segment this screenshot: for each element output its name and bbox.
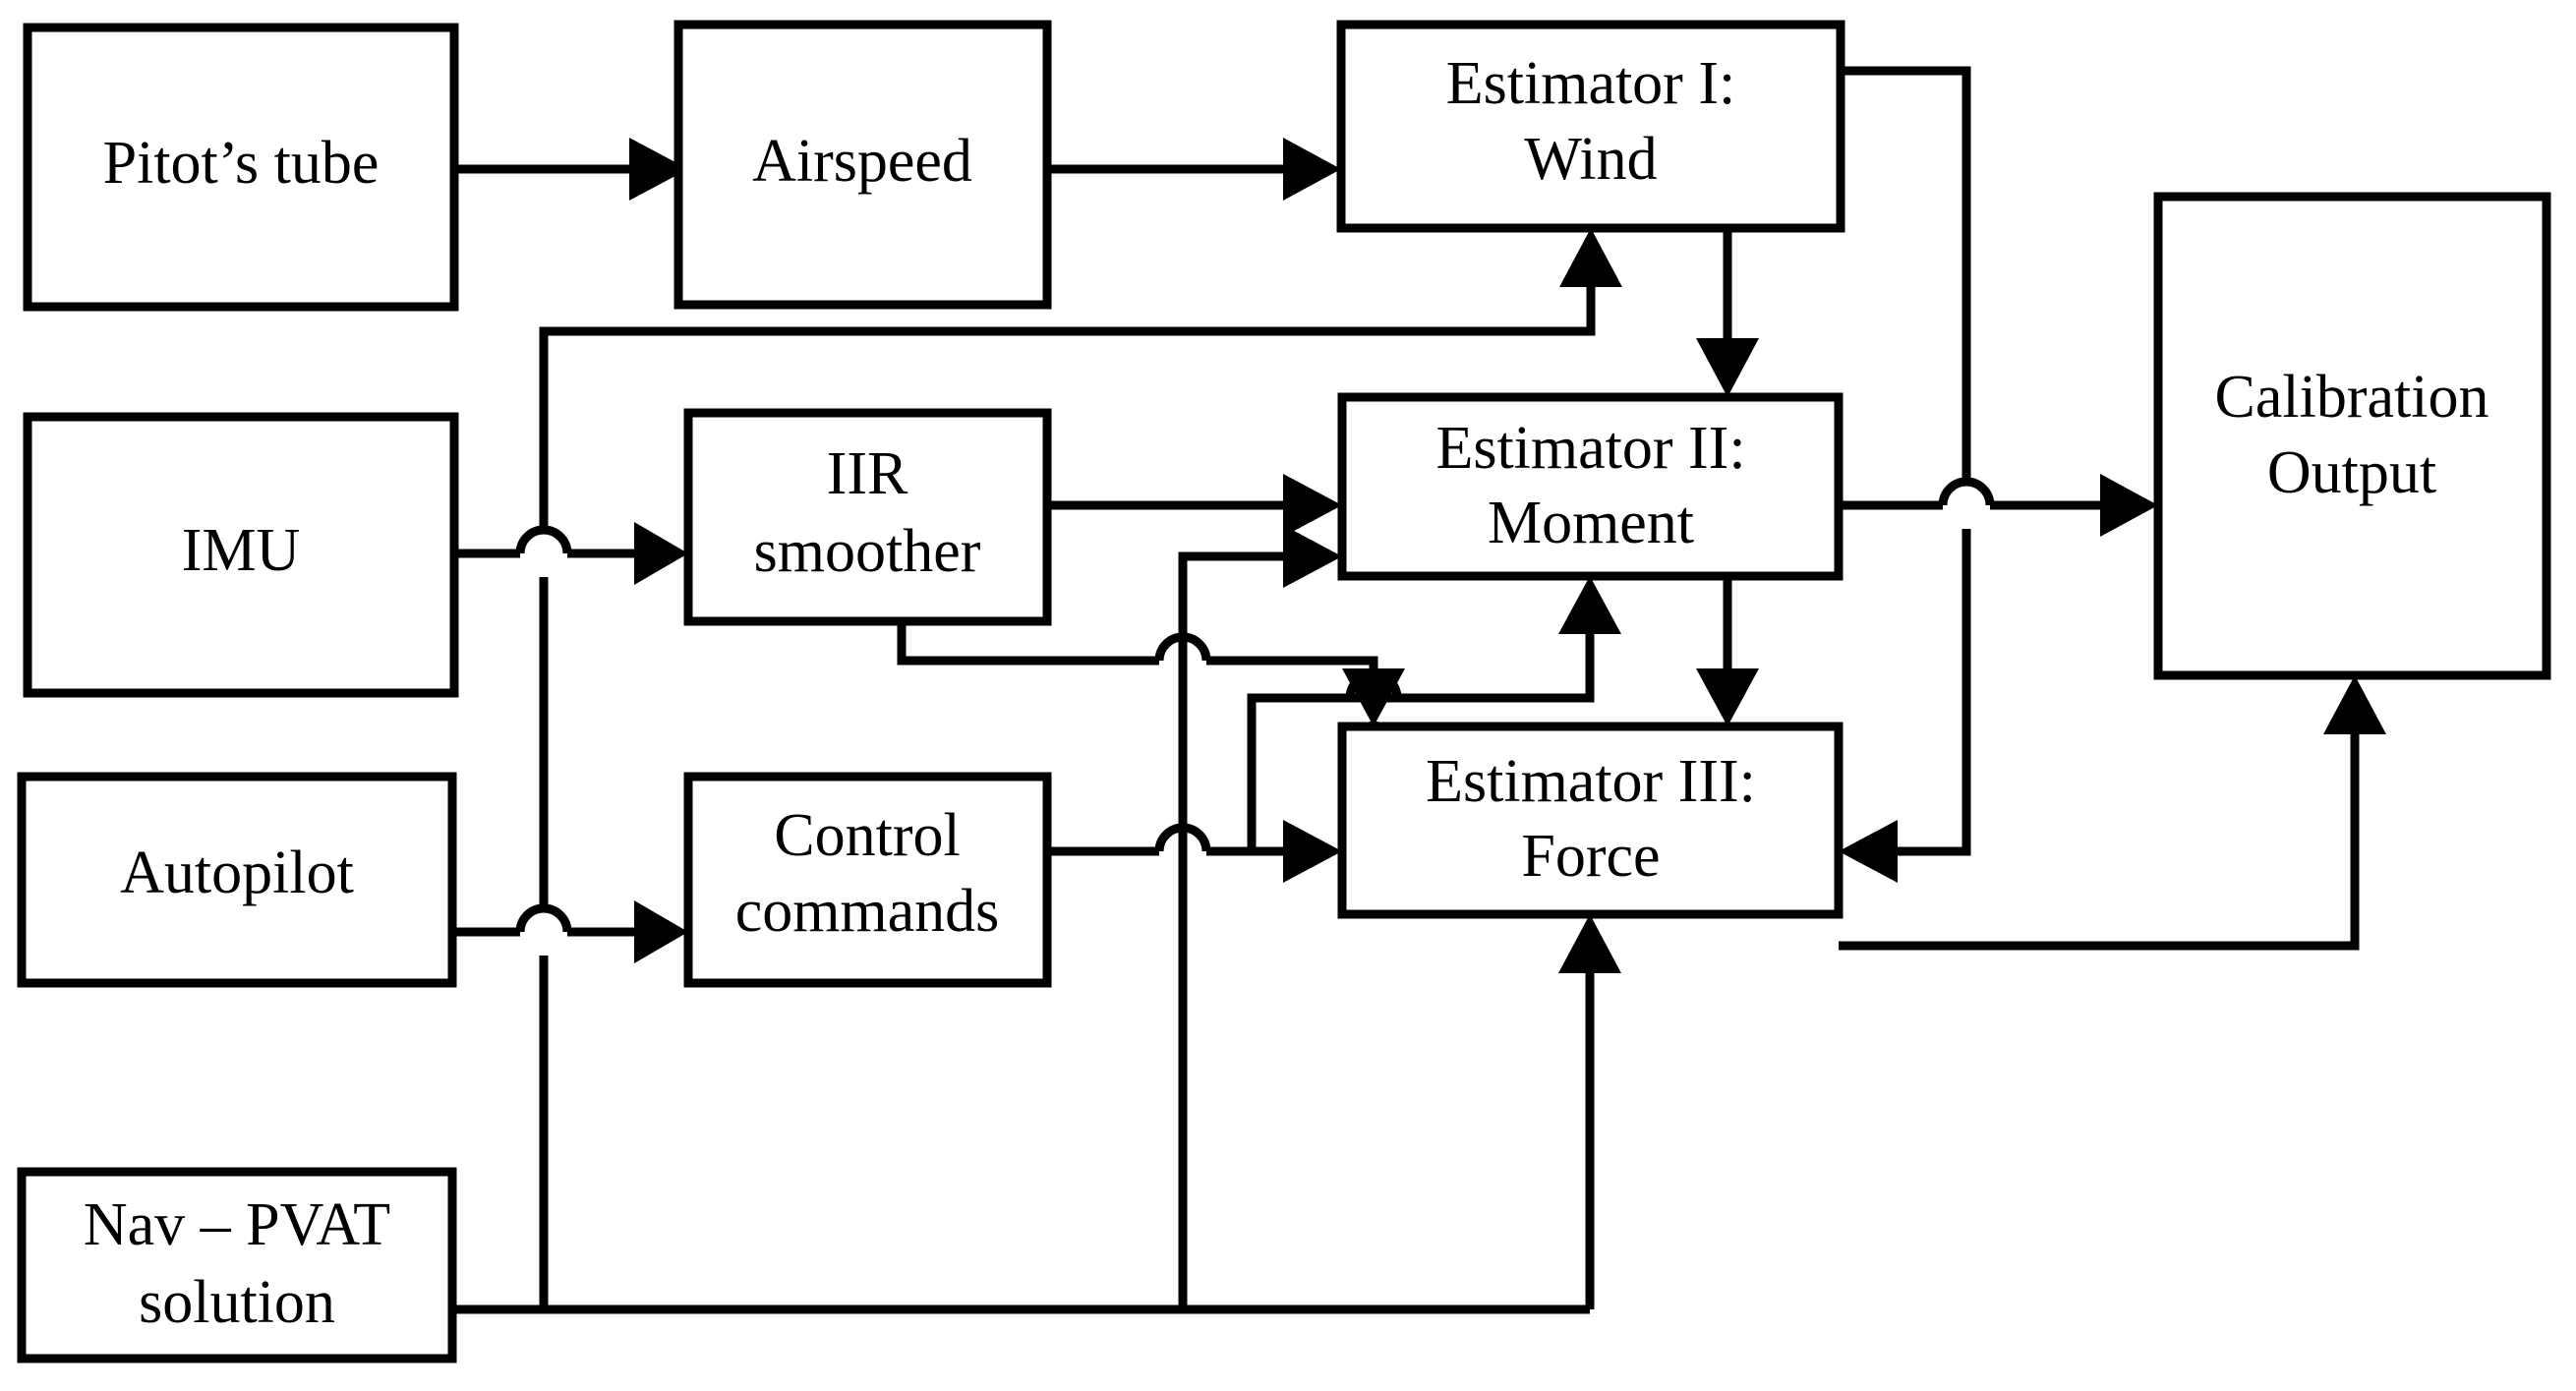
block-airspeed-rect[interactable] bbox=[673, 20, 1052, 310]
arrowhead-est2-to-est3 bbox=[1696, 668, 1759, 726]
arrowhead-iir-to-est2 bbox=[1283, 474, 1342, 537]
hop-imu-over-nav bbox=[515, 525, 572, 554]
block-layer: Pitot’s tube Airspeed Estimator I: Wind … bbox=[17, 20, 2551, 1363]
block-airspeed[interactable]: Airspeed bbox=[673, 20, 1052, 310]
block-imu-label: IMU bbox=[182, 517, 301, 584]
block-estimator-2-moment[interactable]: Estimator II: Moment bbox=[1337, 392, 1844, 581]
wire-navpvat-to-est2 bbox=[1178, 551, 1283, 1309]
arrowhead-est2-to-calibration bbox=[2100, 474, 2158, 537]
arrowhead-navpvat-to-est1 bbox=[1559, 228, 1622, 287]
wire-layer bbox=[452, 66, 2386, 1314]
block-estimator-1-label-line1: Estimator I: bbox=[1446, 50, 1735, 117]
wire-control-to-est2 bbox=[1247, 634, 1595, 851]
arrowhead-est1-to-est2 bbox=[1696, 338, 1759, 397]
block-nav-pvat-rect[interactable] bbox=[17, 1167, 457, 1363]
arrowhead-control-to-est3 bbox=[1283, 820, 1342, 883]
arrowhead-airspeed-to-est1 bbox=[1283, 138, 1341, 201]
block-imu-rect[interactable] bbox=[23, 412, 459, 698]
block-iir-smoother-rect[interactable] bbox=[683, 408, 1052, 626]
arrowhead-est1-to-est3 bbox=[1839, 820, 1898, 883]
block-control-commands-label-line1: Control bbox=[774, 802, 960, 869]
block-estimator-2-label-line1: Estimator II: bbox=[1435, 415, 1745, 482]
wire-est1-to-est3 bbox=[1841, 66, 1971, 856]
block-nav-pvat-label-line2: solution bbox=[139, 1269, 335, 1336]
block-airspeed-label: Airspeed bbox=[752, 128, 972, 195]
block-pitot-label: Pitot’s tube bbox=[103, 130, 380, 197]
hop-autopilot-over-nav bbox=[515, 903, 572, 933]
block-iir-smoother[interactable]: IIR smoother bbox=[683, 408, 1052, 626]
block-autopilot-label: Autopilot bbox=[120, 840, 354, 906]
block-estimator-2-label-line2: Moment bbox=[1488, 490, 1694, 556]
arrowhead-est3-to-calibration bbox=[2323, 675, 2386, 734]
block-pitot-rect[interactable] bbox=[23, 23, 459, 312]
wire-est3-to-calibration bbox=[1839, 734, 2360, 951]
block-nav-pvat-solution[interactable]: Nav – PVAT solution bbox=[17, 1167, 457, 1363]
block-estimator-3-rect[interactable] bbox=[1337, 722, 1844, 919]
block-estimator-1-wind[interactable]: Estimator I: Wind bbox=[1336, 20, 1845, 233]
arrowhead-imu-to-iir bbox=[634, 522, 688, 585]
block-estimator-1-rect[interactable] bbox=[1336, 20, 1845, 233]
wire-iir-to-est3-a bbox=[897, 621, 1159, 666]
block-nav-pvat-label-line1: Nav – PVAT bbox=[84, 1191, 390, 1258]
hop-est2-over-est1wire bbox=[1938, 477, 1995, 506]
block-calibration-output-label-line1: Calibration bbox=[2215, 364, 2489, 431]
block-calibration-output-label-line2: Output bbox=[2267, 439, 2436, 506]
arrowhead-autopilot-to-control bbox=[634, 900, 688, 963]
block-pitot[interactable]: Pitot’s tube bbox=[23, 23, 459, 312]
block-control-commands[interactable]: Control commands bbox=[683, 772, 1052, 988]
arrowhead-navpvat-to-est2 bbox=[1283, 525, 1342, 588]
block-autopilot[interactable]: Autopilot bbox=[17, 772, 457, 988]
block-imu[interactable]: IMU bbox=[23, 412, 459, 698]
arrowhead-navpvat-to-est3 bbox=[1558, 914, 1621, 973]
block-estimator-3-label-line2: Force bbox=[1521, 823, 1660, 890]
block-estimator-3-label-line1: Estimator III: bbox=[1426, 748, 1756, 815]
arrowhead-control-to-est2 bbox=[1558, 576, 1621, 634]
block-estimator-3-force[interactable]: Estimator III: Force bbox=[1337, 722, 1844, 919]
block-autopilot-rect[interactable] bbox=[17, 772, 457, 988]
block-control-commands-rect[interactable] bbox=[683, 772, 1052, 988]
block-iir-smoother-label-line1: IIR bbox=[827, 440, 908, 507]
arrowhead-pitot-to-airspeed bbox=[629, 138, 688, 201]
block-calibration-output-rect[interactable] bbox=[2153, 192, 2551, 680]
block-calibration-output[interactable]: Calibration Output bbox=[2153, 192, 2551, 680]
block-iir-smoother-label-line2: smoother bbox=[754, 518, 981, 585]
block-control-commands-label-line2: commands bbox=[735, 878, 1000, 945]
block-estimator-1-label-line2: Wind bbox=[1524, 126, 1657, 193]
block-estimator-2-rect[interactable] bbox=[1337, 392, 1844, 581]
